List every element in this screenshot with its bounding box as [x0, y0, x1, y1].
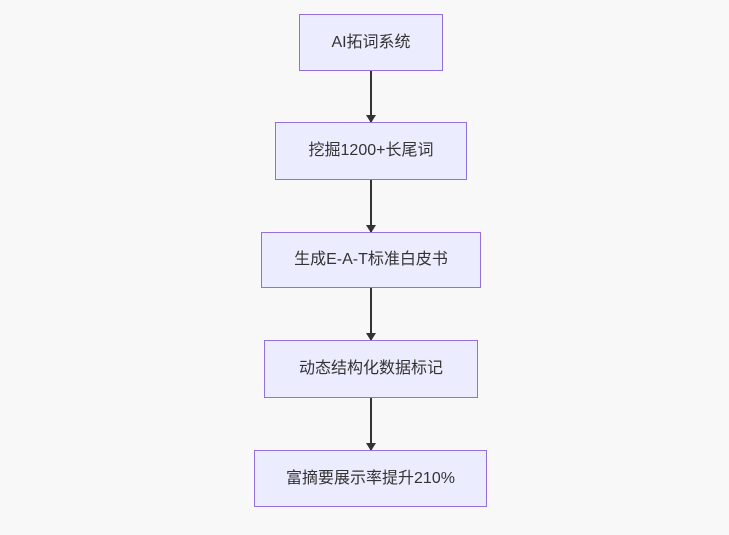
- flow-node-label: AI拓词系统: [331, 33, 411, 51]
- flow-node-label: 生成E-A-T标准白皮书: [294, 251, 448, 268]
- flow-node-label: 挖掘1200+长尾词: [308, 142, 434, 159]
- flow-arrow-down-3: [370, 288, 372, 340]
- flow-node-longtail-mining: 挖掘1200+长尾词: [275, 122, 467, 180]
- flow-arrow-down-1: [370, 71, 372, 122]
- flow-node-label: 富摘要展示率提升210%: [286, 469, 455, 487]
- flow-node-eat-whitepaper: 生成E-A-T标准白皮书: [261, 232, 481, 288]
- flow-arrow-down-2: [370, 180, 372, 232]
- flow-arrow-down-4: [370, 398, 372, 450]
- flow-node-label: 动态结构化数据标记: [298, 360, 443, 377]
- flow-node-ai-keyword-system: AI拓词系统: [299, 14, 443, 71]
- flow-node-structured-data-markup: 动态结构化数据标记: [264, 340, 478, 398]
- flow-node-rich-snippet-result: 富摘要展示率提升210%: [254, 450, 487, 507]
